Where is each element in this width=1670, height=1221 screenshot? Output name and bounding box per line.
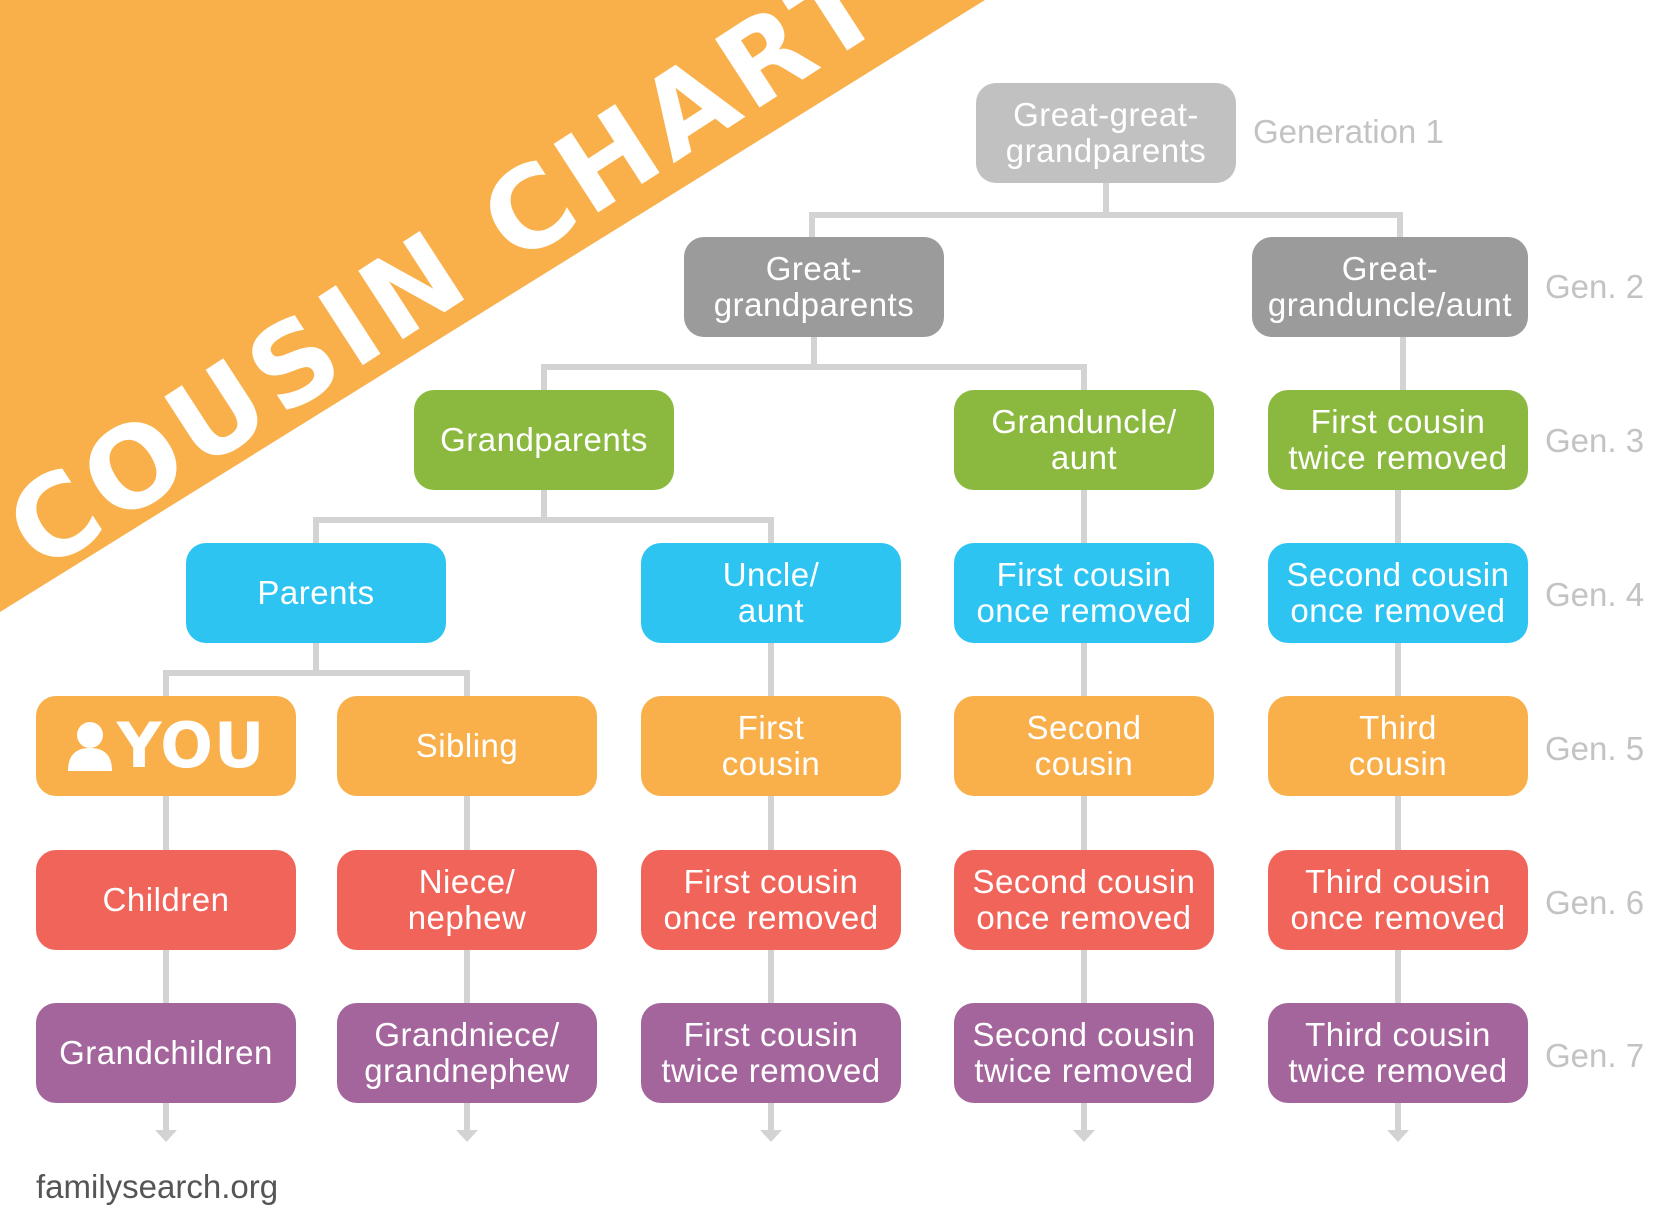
arrow-down-icon [155,1130,177,1142]
node-first-cousin-once-removed-g6: First cousin once removed [641,850,901,950]
title-banner [0,0,985,612]
node-first-cousin-twice-removed-g3: First cousin twice removed [1268,390,1528,490]
node-niece-nephew: Niece/ nephew [337,850,597,950]
node-second-cousin: Second cousin [954,696,1214,796]
connector-gen3-branch [313,517,774,543]
node-second-cousin-twice-removed: Second cousin twice removed [954,1003,1214,1103]
node-first-cousin-once-removed-g4: First cousin once removed [954,543,1214,643]
node-great-great-grandparents: Great-great- grandparents [976,83,1236,183]
generation-label-1: Generation 1 [1253,113,1444,150]
node-third-cousin-twice-removed: Third cousin twice removed [1268,1003,1528,1103]
generation-label-3: Gen. 3 [1545,422,1645,459]
node-first-cousin: First cousin [641,696,901,796]
generation-label-5: Gen. 5 [1545,730,1645,767]
node-second-cousin-once-removed-g6: Second cousin once removed [954,850,1214,950]
generation-label-4: Gen. 4 [1545,576,1645,613]
node-children: Children [36,850,296,950]
node-grandniece-grandnephew: Grandniece/ grandnephew [337,1003,597,1103]
arrow-down-icon [1387,1130,1409,1142]
node-uncle-aunt: Uncle/ aunt [641,543,901,643]
banner-triangle [0,0,985,612]
node-sibling: Sibling [337,696,597,796]
node-first-cousin-twice-removed-g7: First cousin twice removed [641,1003,901,1103]
footer-url: familysearch.org [36,1168,279,1205]
generation-label-7: Gen. 7 [1545,1037,1645,1074]
node-grandchildren: Grandchildren [36,1003,296,1103]
connector-gen2-branch [541,364,1087,390]
connector-gen1-branch [809,212,1403,237]
connector-gen4-branch [163,670,470,696]
node-great-granduncle-aunt: Great- granduncle/aunt [1252,237,1528,337]
node-second-cousin-once-removed-g4: Second cousin once removed [1268,543,1528,643]
node-great-grandparents: Great- grandparents [684,237,944,337]
node-you: YOU [36,696,296,796]
node-parents: Parents [186,543,446,643]
node-third-cousin-once-removed: Third cousin once removed [1268,850,1528,950]
generation-label-2: Gen. 2 [1545,268,1645,305]
arrow-down-icon [456,1130,478,1142]
person-icon [67,722,112,771]
node-grandparents: Grandparents [414,390,674,490]
node-granduncle-aunt: Granduncle/ aunt [954,390,1214,490]
arrow-down-icon [1073,1130,1095,1142]
arrow-down-icon [760,1130,782,1142]
node-third-cousin: Third cousin [1268,696,1528,796]
generation-label-6: Gen. 6 [1545,884,1645,921]
you-label: YOU [116,708,266,782]
